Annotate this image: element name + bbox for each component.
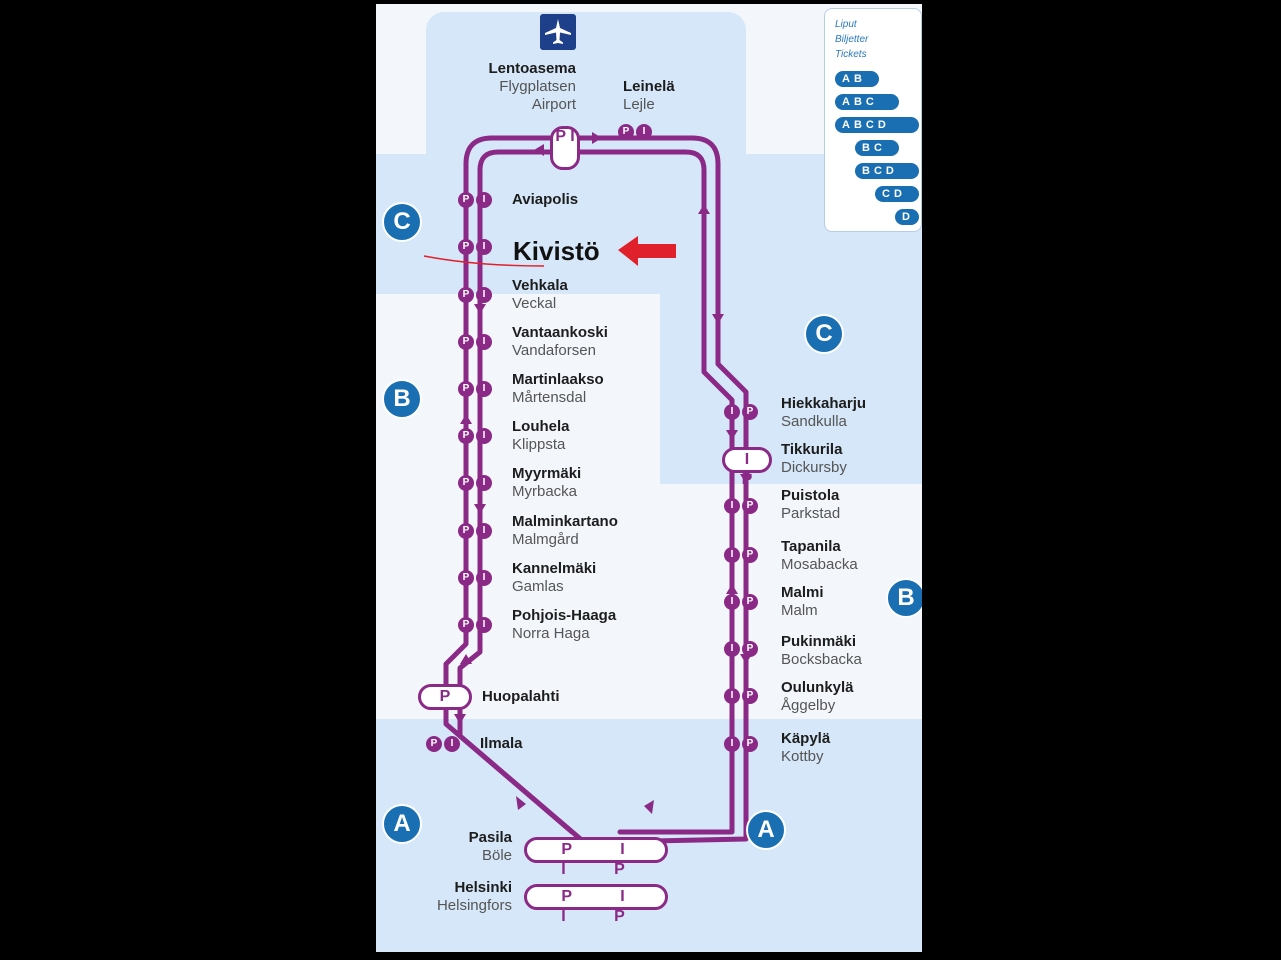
station-huopalahti: Huopalahti <box>482 688 560 705</box>
zone-c-badge: C <box>804 314 844 354</box>
ticket-d: D <box>895 209 919 225</box>
zone-b-area-east <box>660 484 922 724</box>
red-arrow-icon <box>618 236 676 266</box>
station-airport: Lentoasema Flygplatsen Airport <box>488 60 576 113</box>
ticket-ab: AB <box>835 71 879 87</box>
zone-b-badge: B <box>382 379 422 419</box>
airport-platform: P I <box>550 126 580 170</box>
ticket-cd: CD <box>875 186 919 202</box>
ticket-bc: BC <box>855 140 899 156</box>
station-aviapolis: Aviapolis <box>512 191 579 208</box>
tikkurila-platform: I P <box>722 447 772 488</box>
ticket-bcd: BCD <box>855 163 919 179</box>
zone-c-area-top <box>426 12 746 172</box>
zone-a-area <box>376 719 922 952</box>
ticket-abc: ABC <box>835 94 899 110</box>
zone-a-badge: A <box>382 804 422 844</box>
pasila-platform: P I I P <box>524 837 668 878</box>
ticket-legend: Liput Biljetter Tickets AB ABC ABCD BC B… <box>824 8 922 232</box>
route-map: C C B B A A Liput Biljetter Tickets AB A… <box>376 4 922 952</box>
huopalahti-platform: P I <box>418 684 472 725</box>
airplane-icon <box>540 14 576 50</box>
helsinki-platform: P I I P <box>524 884 668 925</box>
zone-c-badge: C <box>382 202 422 242</box>
legend-title-fi: Liput <box>835 19 857 30</box>
zone-a-badge: A <box>746 810 786 850</box>
station-leinela: Leinelä Lejle <box>623 78 675 113</box>
station-kivisto-highlight: Kivistö <box>513 236 600 266</box>
legend-title-sv: Biljetter <box>835 34 869 45</box>
zone-b-badge: B <box>886 578 922 618</box>
station-ilmala: Ilmala <box>480 735 523 752</box>
ticket-abcd: ABCD <box>835 117 919 133</box>
rail-line <box>423 132 752 845</box>
legend-title-en: Tickets <box>835 49 867 60</box>
zone-b-area <box>376 294 660 724</box>
